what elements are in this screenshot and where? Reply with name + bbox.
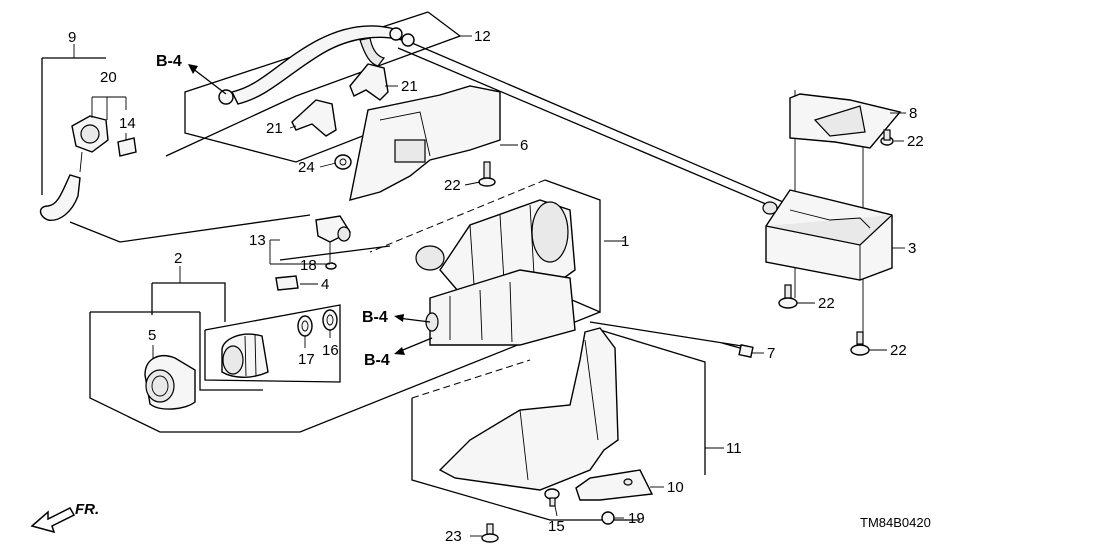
hose-to-canister-line-1 — [404, 39, 791, 206]
label-part-16: 16 — [322, 342, 339, 359]
ring-17 — [297, 315, 313, 337]
canister-assembly-1 — [415, 199, 576, 346]
clip-4 — [275, 275, 299, 291]
hose-9-connector-line — [69, 214, 311, 243]
group-2-boundary-inner — [199, 312, 263, 391]
bolt-22-bracket — [880, 129, 894, 146]
collar-5 — [144, 355, 196, 410]
leader-22-shield — [464, 181, 481, 186]
leader-24 — [319, 162, 337, 168]
group-1-boundary-top — [369, 179, 546, 253]
label-part-8: 8 — [909, 105, 917, 122]
drawing-code: TM84B0420 — [860, 515, 931, 530]
clip-21-upper — [349, 63, 389, 101]
label-part-17: 17 — [298, 351, 315, 368]
label-part-22-bracket: 22 — [907, 133, 924, 150]
front-arrow-icon — [30, 507, 76, 534]
ref-b4-low: B-4 — [364, 352, 390, 369]
filter-body-2 — [221, 333, 269, 378]
bolt-22-shield — [478, 161, 496, 187]
group-11-boundary-bottom — [411, 398, 640, 521]
hose-assembly-12 — [218, 25, 415, 105]
group-12-boundary-lower — [184, 11, 461, 163]
label-part-14: 14 — [119, 115, 136, 132]
label-part-10: 10 — [667, 479, 684, 496]
label-part-20: 20 — [100, 69, 117, 86]
label-part-2: 2 — [174, 250, 182, 267]
label-part-9: 9 — [68, 29, 76, 46]
valve-20 — [71, 115, 109, 173]
bolt-23 — [481, 523, 499, 543]
label-part-23: 23 — [445, 528, 462, 545]
group-1-boundary-right — [544, 179, 601, 313]
label-part-24: 24 — [298, 159, 315, 176]
o-ring-18 — [325, 262, 337, 270]
label-part-1: 1 — [621, 233, 629, 250]
label-part-22-shield: 22 — [444, 177, 461, 194]
group-1-boundary-bottom — [89, 311, 601, 433]
label-part-21-upper: 21 — [401, 78, 418, 95]
label-part-5: 5 — [148, 327, 156, 344]
heat-shield-6 — [349, 85, 501, 201]
hose-to-canister-line-2 — [397, 47, 781, 211]
bolt-22-canister-right — [850, 331, 870, 356]
clip-21-lower — [291, 99, 337, 137]
label-part-22-right: 22 — [890, 342, 907, 359]
ref-b4-mid: B-4 — [362, 309, 388, 326]
label-part-18: 18 — [300, 257, 317, 274]
clip-19 — [601, 511, 615, 525]
group-11-boundary-right — [599, 329, 706, 475]
leader-21-lower — [289, 125, 297, 129]
canister-3 — [762, 189, 893, 281]
label-part-7: 7 — [767, 345, 775, 362]
hose-9 — [39, 174, 81, 221]
part-13-leader-line — [279, 245, 391, 261]
sensor-13 — [315, 215, 352, 262]
cap-14 — [117, 137, 137, 157]
group-16-17-box — [204, 304, 341, 383]
group-2-boundary — [152, 282, 226, 322]
part-7-connector-line — [589, 321, 743, 347]
bolt-15 — [544, 488, 560, 507]
bolt-22-canister-left — [778, 284, 798, 309]
label-part-6: 6 — [520, 137, 528, 154]
label-part-15: 15 — [548, 518, 565, 535]
leader-15 — [554, 505, 558, 517]
label-part-19: 19 — [628, 510, 645, 527]
bracket-10 — [575, 469, 654, 501]
ref-b4-top: B-4 — [156, 53, 182, 70]
label-part-13: 13 — [249, 232, 266, 249]
label-part-3: 3 — [908, 240, 916, 257]
bracket-8 — [789, 93, 902, 149]
label-part-21-lower: 21 — [266, 120, 283, 137]
b4-arrow-mid — [394, 314, 431, 323]
under-cover-11 — [438, 327, 619, 491]
group-11-boundary-top — [411, 359, 531, 399]
ring-16 — [322, 309, 338, 331]
b4-arrow-low — [394, 337, 433, 355]
label-part-22-left: 22 — [818, 295, 835, 312]
b4-arrow-top — [188, 64, 227, 95]
pin-7 — [721, 342, 754, 358]
bolt-24 — [334, 154, 352, 170]
label-part-4: 4 — [321, 276, 329, 293]
label-part-11: 11 — [726, 440, 742, 457]
front-marker-label: FR. — [75, 501, 99, 518]
label-part-12: 12 — [474, 28, 491, 45]
